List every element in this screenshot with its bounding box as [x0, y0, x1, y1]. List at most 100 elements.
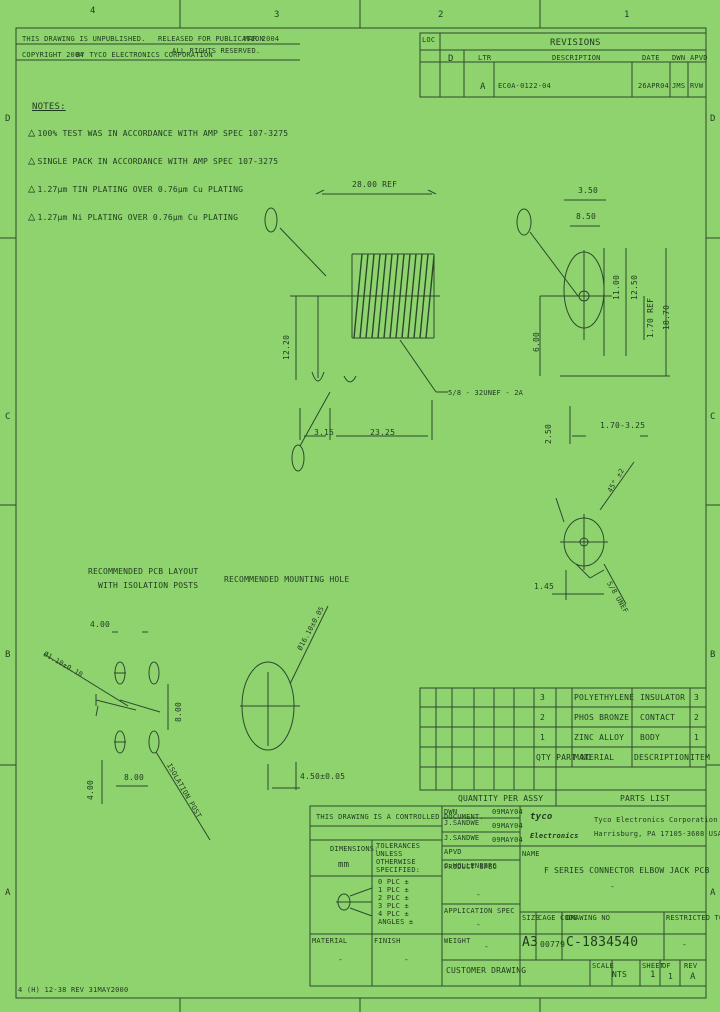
pl-row1-qty: 1	[694, 733, 700, 742]
header-unpublished: THIS DRAWING IS UNPUBLISHED.	[22, 35, 146, 43]
dim-28-ref: 28.00 REF	[352, 180, 398, 189]
tb-cage-value: 00779	[540, 940, 566, 949]
rev-title: REVISIONS	[550, 38, 601, 48]
row-label-a: A	[5, 888, 11, 898]
note-4: △1.27μm Ni PLATING OVER 0.76μm Cu PLATIN…	[28, 209, 238, 223]
dim-8-00-vertical: 8.00	[174, 701, 183, 722]
tb-prod-spec-value: -	[476, 890, 482, 899]
tb-sheet-value: 1	[650, 970, 656, 980]
pl-header-material: MATERIAL	[574, 753, 615, 762]
rev-dwn-header: DWN	[672, 54, 686, 62]
row-label-b: B	[5, 650, 11, 660]
dim-8-50: 8.50	[576, 212, 597, 221]
header-released: RELEASED FOR PUBLICATION	[158, 35, 264, 43]
drawing-frame	[15, 27, 707, 999]
pl-qty-label: QUANTITY PER ASSY	[458, 794, 544, 803]
pl-row3-desc: INSULATOR	[640, 693, 686, 702]
col-label-4: 4	[90, 6, 96, 16]
dim-4-00: 4.00	[90, 620, 111, 629]
footer-form-id: 4 (H) 12-38 REV 31MAY2000	[18, 986, 129, 994]
dim-6-00: 6.00	[532, 331, 541, 352]
pcb-layout-title-2: WITH ISOLATION POSTS	[98, 581, 199, 590]
tb-rev-value: A	[690, 972, 696, 982]
tb-rev-label: REV	[684, 962, 698, 970]
tb-appl-spec-value: -	[476, 920, 482, 929]
tb-tol-3: 3 PLC ±	[378, 902, 409, 910]
note-1-text: 100% TEST WAS IN ACCORDANCE WITH AMP SPE…	[37, 129, 289, 138]
tb-controlled: THIS DRAWING IS A CONTROLLED DOCUMENT.	[316, 813, 484, 821]
tb-name-line1: F SERIES CONNECTOR ELBOW JACK PCB	[544, 866, 710, 875]
tb-finish-label: FINISH	[374, 937, 401, 945]
row-label-b-right: B	[710, 650, 716, 660]
tb-weight-label: WEIGHT	[444, 937, 471, 945]
row-label-d: D	[5, 114, 11, 124]
tb-logo-tyco: tyco	[530, 812, 553, 822]
note-4-triangle-icon: △	[28, 209, 36, 223]
tb-dims-label: DIMENSIONS:	[330, 845, 379, 853]
tb-dwn-label: DWN	[444, 808, 458, 816]
tb-appvd-name: C.WOLLENBERG	[444, 862, 497, 870]
rev-desc-header: DESCRIPTION	[552, 54, 601, 62]
rev-loc: LOC	[422, 36, 436, 44]
note-3-triangle-icon: △	[28, 181, 36, 195]
note-1: △100% TEST WAS IN ACCORDANCE WITH AMP SP…	[28, 125, 289, 139]
pl-row2-desc: CONTACT	[640, 713, 676, 722]
pl-row1-name: ZINC ALLOY	[574, 733, 625, 742]
tb-address: Harrisburg, PA 17105-3608 USA	[594, 830, 720, 838]
tb-chk-name: J.SANDWE	[444, 834, 480, 842]
rev-row-dwn: JMS	[672, 82, 686, 90]
tb-material-value: -	[338, 955, 344, 964]
dim-1-70-3-25: 1.70-3.25	[600, 421, 646, 430]
tb-tol-4: 4 PLC ±	[378, 910, 409, 918]
tb-scale-label: SCALE	[592, 962, 615, 970]
col-label-1: 1	[624, 10, 630, 20]
rev-ltr-header: LTR	[478, 54, 492, 62]
dim-11-00: 11.00	[612, 274, 621, 300]
dim-18-70: 18.70	[662, 304, 671, 330]
dim-23-25: 23.25	[370, 428, 396, 437]
tb-dims-unit: mm	[338, 860, 350, 870]
tb-dwg-value: C-1834540	[566, 935, 639, 950]
tb-sheet-label: SHEET	[642, 962, 665, 970]
tb-tol-2: 2 PLC ±	[378, 894, 409, 902]
tb-tol-1: 1 PLC ±	[378, 886, 409, 894]
note-1-triangle-icon: △	[28, 125, 36, 139]
pl-header-item: ITEM	[690, 753, 711, 762]
col-label-2: 2	[438, 10, 444, 20]
tb-dwn-date: 09MAY04	[492, 808, 523, 816]
note-2-text: SINGLE PACK IN ACCORDANCE WITH AMP SPEC …	[37, 157, 279, 166]
header-date: MAR 2004	[244, 35, 280, 43]
pl-row2-name: PHOS BRONZE	[574, 713, 630, 722]
header-copyright: COPYRIGHT 2004	[22, 51, 84, 59]
dim-12-20: 12.20	[282, 334, 291, 360]
tb-tol-0: 0 PLC ±	[378, 878, 409, 886]
row-label-c-right: C	[710, 412, 716, 422]
tb-chk-date: 09MAY04	[492, 822, 523, 830]
tb-prod-spec-label: PRODUCT SPEC	[444, 863, 497, 871]
dim-4-50: 4.50±0.05	[300, 772, 346, 781]
rev-dist: D	[448, 54, 454, 64]
dim-1-70-ref: 1.70 REF	[646, 297, 655, 338]
mounting-hole-title: RECOMMENDED MOUNTING HOLE	[224, 575, 350, 584]
rev-row-ltr: A	[480, 82, 486, 92]
tb-logo-electronics: Electronics	[530, 832, 579, 840]
pl-row3-find: 3	[540, 693, 546, 702]
tb-restricted-label: RESTRICTED TO	[666, 914, 720, 922]
pcb-layout-title-1: RECOMMENDED PCB LAYOUT	[88, 567, 199, 576]
pl-row1-desc: BODY	[640, 733, 661, 742]
pl-row3-name: POLYETHYLENE	[574, 693, 635, 702]
header-company: BY TYCO ELECTRONICS CORPORATION	[76, 51, 213, 59]
tb-of-label: OF	[662, 962, 671, 970]
tb-tolerances: TOLERANCES UNLESS OTHERWISE SPECIFIED:	[376, 842, 421, 874]
note-3: △1.27μm TIN PLATING OVER 0.76μm Cu PLATI…	[28, 181, 243, 195]
dim-2-50: 2.50	[544, 423, 553, 444]
rev-row-apvd: RVW	[690, 82, 704, 90]
note-2-triangle-icon: △	[28, 153, 36, 167]
rev-apvd-header: APVD	[690, 54, 708, 62]
pl-row2-qty: 2	[694, 713, 700, 722]
tb-tol-angles: ANGLES ±	[378, 918, 414, 926]
tb-cage-label: CAGE CODE	[538, 914, 578, 922]
tb-name-line2: -	[610, 882, 616, 891]
dim-3-50: 3.50	[578, 186, 599, 195]
